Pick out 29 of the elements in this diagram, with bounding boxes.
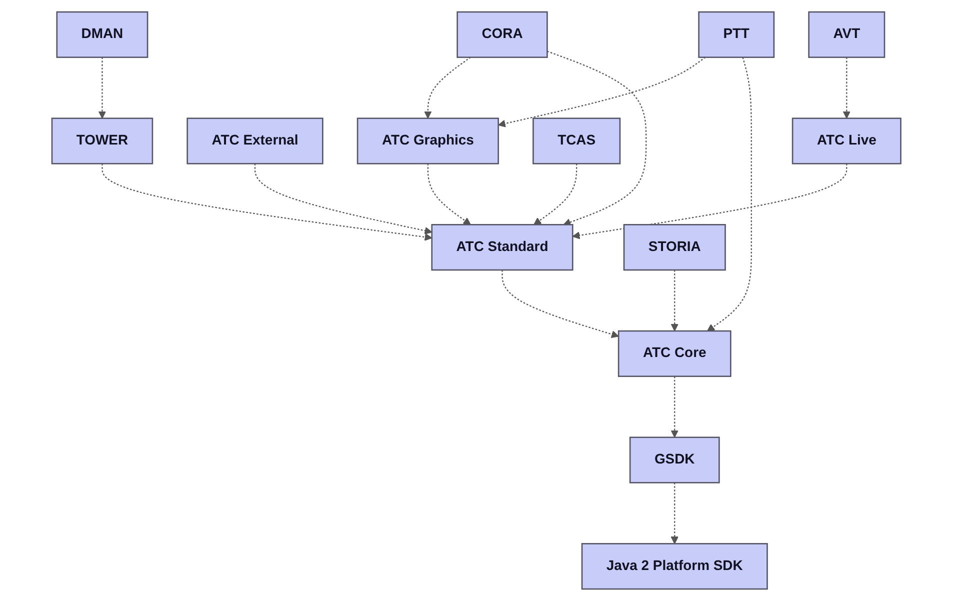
node-box: DMAN	[56, 11, 148, 58]
arrow	[424, 56, 472, 119]
node-box: GSDK	[630, 436, 720, 484]
arrow	[707, 57, 752, 332]
node-box: ATC External	[186, 118, 324, 164]
arrow	[254, 164, 432, 234]
arrow	[498, 56, 706, 128]
node-box: TCAS	[532, 118, 621, 164]
arrow	[670, 270, 679, 332]
node-box: ATC Core	[618, 330, 732, 377]
node-box: AVT	[808, 11, 886, 58]
arrow	[572, 164, 848, 240]
arrow	[427, 164, 472, 225]
arrow	[102, 164, 432, 241]
arrow	[98, 57, 106, 119]
arrow	[670, 482, 679, 544]
node-box: TOWER	[51, 118, 154, 164]
node-box: PTT	[698, 11, 775, 58]
arrow	[534, 164, 578, 225]
node-box: Java 2 Platform SDK	[581, 543, 768, 590]
arrow	[502, 270, 620, 338]
node-box: ATC Standard	[431, 224, 574, 271]
node-box: ATC Live	[792, 118, 902, 164]
node-box: CORA	[456, 11, 548, 58]
arrow	[670, 376, 679, 438]
arrow	[842, 57, 851, 119]
node-box: STORIA	[623, 224, 726, 271]
node-box: ATC Graphics	[357, 118, 500, 164]
arrow	[547, 50, 647, 226]
